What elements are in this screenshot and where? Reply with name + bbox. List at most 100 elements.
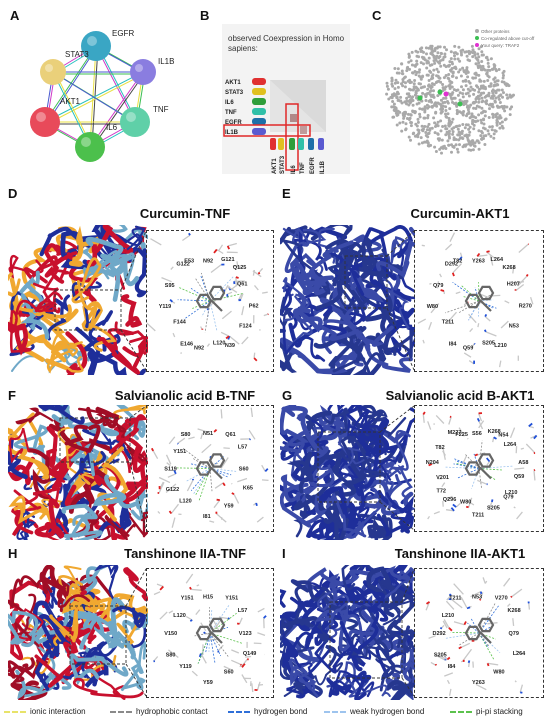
protein-point bbox=[416, 120, 420, 124]
protein-point bbox=[491, 112, 495, 116]
protein-point bbox=[474, 97, 478, 101]
residue-stick bbox=[250, 407, 254, 417]
protein-point bbox=[441, 107, 445, 111]
atom-bond bbox=[476, 252, 481, 257]
protein-point bbox=[500, 120, 504, 124]
protein-point bbox=[472, 100, 476, 104]
residue-stick bbox=[445, 600, 455, 610]
residue-stick bbox=[482, 577, 486, 584]
protein-point bbox=[401, 120, 405, 124]
protein-point bbox=[471, 141, 475, 145]
protein-point bbox=[405, 96, 409, 100]
protein-point bbox=[434, 125, 437, 128]
protein-point bbox=[488, 68, 492, 72]
protein-point bbox=[385, 84, 389, 88]
protein-ribbon bbox=[8, 610, 39, 648]
protein-point bbox=[432, 89, 435, 93]
coexpression-matrix: AKT1 STAT3 IL6 TNF EGFR IL1B AKT1 STAT3 … bbox=[223, 78, 326, 174]
residue-stick bbox=[462, 455, 467, 465]
protein-point bbox=[426, 73, 430, 77]
residue-stick bbox=[188, 436, 195, 440]
residue-stick bbox=[486, 461, 491, 466]
protein-point bbox=[500, 88, 504, 92]
protein-point bbox=[442, 96, 446, 100]
interaction-bond bbox=[209, 632, 216, 664]
residue-label: R270 bbox=[519, 304, 532, 310]
protein-structure-curcumin-akt1 bbox=[280, 225, 415, 375]
protein-point bbox=[396, 85, 400, 89]
ligand-ring bbox=[464, 461, 482, 476]
col-label-il6: IL6 bbox=[291, 165, 297, 174]
residue-stick bbox=[206, 298, 218, 310]
residue-stick bbox=[489, 255, 494, 266]
protein-point bbox=[429, 98, 433, 102]
protein-point bbox=[398, 110, 402, 114]
interaction-bond bbox=[478, 465, 514, 469]
protein-ribbon bbox=[286, 617, 329, 661]
protein-point bbox=[461, 88, 465, 92]
atom-bond bbox=[227, 617, 230, 620]
legend-pi-pi-label: pi-pi stacking bbox=[476, 707, 523, 716]
legend-hydrogen-bond: hydrogen bond bbox=[228, 707, 307, 716]
protein-ribbon bbox=[8, 321, 28, 356]
residue-stick bbox=[450, 598, 463, 609]
residue-stick bbox=[428, 635, 436, 639]
protein-point bbox=[425, 128, 429, 132]
protein-point bbox=[425, 103, 429, 107]
protein-point bbox=[433, 131, 437, 135]
residue-stick bbox=[427, 421, 432, 430]
protein-point bbox=[422, 62, 425, 66]
atom-bond bbox=[168, 510, 173, 515]
interaction-bond bbox=[201, 300, 211, 317]
protein-point bbox=[476, 58, 480, 62]
protein-point bbox=[497, 68, 501, 71]
protein-point bbox=[441, 58, 445, 62]
protein-point bbox=[504, 117, 508, 121]
residue-label: W80 bbox=[460, 500, 471, 506]
protein-point bbox=[447, 84, 451, 88]
residue-stick bbox=[477, 479, 487, 485]
residue-stick bbox=[248, 429, 256, 440]
protein-point bbox=[423, 105, 427, 109]
protein-point bbox=[450, 150, 453, 154]
protein-point bbox=[479, 68, 483, 72]
protein-ribbon bbox=[59, 340, 91, 366]
protein-point bbox=[445, 127, 449, 131]
atom-bond bbox=[484, 313, 488, 318]
interaction-bond bbox=[478, 632, 496, 640]
interaction-bond bbox=[209, 632, 229, 657]
protein-point bbox=[506, 96, 510, 100]
legend-hydrophobic-contact: hydrophobic contact bbox=[110, 707, 208, 716]
ligand-chain bbox=[210, 631, 223, 644]
interaction-bond bbox=[209, 632, 243, 644]
protein-ribbon bbox=[305, 567, 341, 590]
protein-point bbox=[404, 110, 407, 114]
protein-point bbox=[418, 107, 422, 111]
protein-point bbox=[420, 107, 424, 111]
protein-point bbox=[479, 65, 483, 69]
residue-stick bbox=[513, 506, 516, 509]
atom-bond bbox=[476, 417, 481, 422]
protein-ribbon bbox=[357, 513, 393, 540]
protein-point bbox=[490, 67, 494, 71]
protein-point bbox=[447, 124, 451, 128]
protein-point bbox=[415, 133, 419, 137]
protein-point bbox=[467, 51, 471, 55]
protein-point bbox=[396, 81, 400, 85]
protein-ribbon bbox=[57, 426, 95, 485]
protein-point bbox=[462, 110, 466, 113]
protein-point bbox=[412, 131, 416, 135]
interaction-bond bbox=[209, 468, 237, 472]
protein-point bbox=[447, 77, 451, 81]
protein-point bbox=[444, 109, 448, 112]
panel-label-e: E bbox=[282, 186, 291, 201]
protein-ribbon bbox=[93, 474, 138, 509]
protein-ribbon bbox=[327, 405, 374, 429]
residue-label: I81 bbox=[203, 514, 211, 520]
protein-point bbox=[474, 62, 478, 66]
atom-bond bbox=[151, 447, 154, 452]
hydrophobic-line-icon bbox=[110, 710, 132, 713]
protein-ribbon bbox=[376, 226, 415, 278]
